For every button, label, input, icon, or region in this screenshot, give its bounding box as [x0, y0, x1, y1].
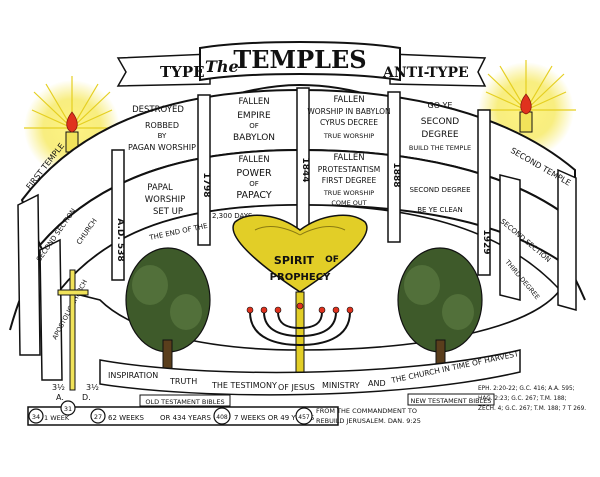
weeks62-label: 62 WEEKS	[108, 414, 144, 422]
upper-col3-line1: FALLEN	[333, 95, 364, 105]
left-tree-icon	[126, 248, 210, 370]
upper-col1-line2: ROBBED	[145, 121, 179, 130]
upper-col4-line3: DEGREE	[421, 130, 459, 140]
band-testimony: THE TESTIMONY	[211, 381, 277, 390]
band-and: AND	[368, 379, 386, 388]
middle-col3-line1: FALLEN	[333, 153, 364, 163]
commandment-line1: FROM THE COMMANDMENT TO	[316, 407, 417, 415]
middle-col3-line4: TRUE WORSHIP	[323, 189, 374, 197]
middle-col4-line1: SECOND DEGREE	[409, 186, 470, 194]
middle-col2-line1: FALLEN	[238, 155, 269, 165]
pillar-label-1929: 1929	[481, 229, 491, 254]
upper-col4-line4: BUILD THE TEMPLE	[409, 144, 471, 152]
upper-col1-line4: PAGAN WORSHIP	[128, 143, 196, 152]
upper-col3-line3: CYRUS DECREE	[320, 118, 378, 127]
type-label: TYPE	[160, 63, 205, 81]
middle-col2-line4: PAPACY	[236, 190, 272, 201]
middle-col3-line5: COME OUT	[331, 199, 366, 207]
middle-col1-line2: WORSHIP	[145, 195, 185, 205]
middle-col3-line3: FIRST DEGREE	[322, 176, 377, 185]
spirit-text: SPIRIT	[274, 254, 315, 267]
half-left: 3½	[52, 383, 65, 392]
half-right: 3½	[86, 383, 99, 392]
right-tree-icon	[398, 248, 482, 370]
node-31-label: 31	[64, 405, 72, 413]
pillar-label-538: A.D. 538	[115, 218, 125, 261]
middle-col1-line3: SET UP	[153, 207, 183, 217]
ad-right: D.	[82, 393, 91, 402]
middle-col3-line2: PROTESTANTISM	[318, 165, 380, 174]
node-34-label: 34	[32, 413, 40, 421]
one-week-label: 1 WEEK	[44, 414, 70, 422]
upper-col3-line2: WORSHIP IN BABYLON	[307, 107, 390, 116]
middle-col1-line1: PAPAL	[147, 183, 173, 193]
old-bibles-label: OLD TESTAMENT BIBLES	[145, 398, 224, 406]
temples-label: TEMPLES	[233, 45, 366, 74]
upper-col2-line3: OF	[249, 122, 259, 130]
upper-col1-line1: DESTROYED	[132, 105, 184, 115]
reference-line3: ZECH. 4; G.C. 267; T.M. 188; 7 T 269.	[478, 406, 586, 412]
upper-col4-line1: GO YE	[428, 101, 453, 110]
band-inspiration: INSPIRATION	[108, 371, 158, 380]
commandment-line2: REBUILD JERUSALEM. DAN. 9:25	[316, 417, 421, 425]
node-457-label: 457	[298, 414, 310, 421]
node-408-label: 408	[216, 414, 228, 421]
pillar-label-1888: 1888	[391, 162, 401, 187]
pillar-label-1844: 1844	[300, 157, 310, 182]
middle-col2-line2: POWER	[236, 168, 272, 179]
upper-col2-line4: BABYLON	[233, 133, 275, 143]
reference-line1: EPH. 2:20-22; G.C. 416; A.A. 595;	[478, 386, 575, 392]
band-ministry: MINISTRY	[322, 381, 360, 390]
antitype-label: ANTI-TYPE	[382, 65, 469, 81]
upper-col2-line2: EMPIRE	[237, 111, 271, 121]
or434-label: OR 434 YEARS	[160, 414, 212, 422]
upper-col1-line3: BY	[158, 132, 167, 140]
upper-col2-line1: FALLEN	[238, 97, 269, 107]
of-text: OF	[325, 255, 339, 265]
upper-col3-line4: TRUE WORSHIP	[323, 132, 374, 140]
pillar-label-1798: 1798	[201, 172, 211, 197]
upper-col4-line2: SECOND	[421, 117, 460, 127]
ad-left: A.	[56, 393, 64, 402]
band-truth: TRUTH	[169, 377, 197, 386]
reference-line2: HAG. 2:23; G.C. 267; T.M. 188;	[478, 396, 567, 402]
middle-col2-line3: OF	[249, 180, 259, 188]
prophecy-text: PROPHECY	[270, 272, 331, 283]
band-of-jesus: OF JESUS	[278, 383, 315, 392]
node-27-label: 27	[94, 413, 102, 421]
middle-col4-line2: BE YE CLEAN	[417, 206, 463, 214]
